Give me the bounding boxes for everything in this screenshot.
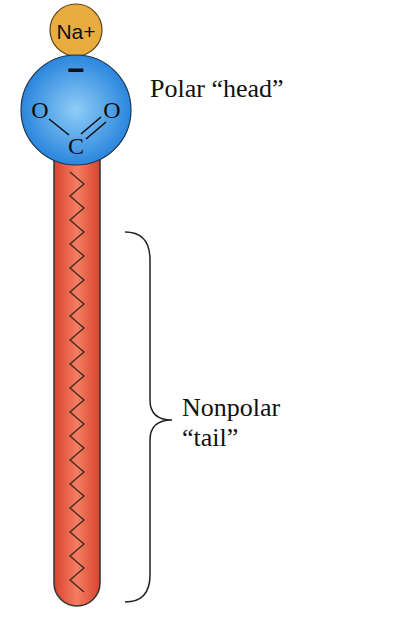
tail-label: Nonpolar “tail” <box>182 393 312 453</box>
chemical-bond <box>49 119 69 135</box>
sodium-ion: Na+ <box>49 3 103 57</box>
chemical-bond <box>81 117 101 134</box>
ion-label: Na+ <box>56 21 95 42</box>
ion-circle-fill <box>50 4 102 56</box>
atom-symbol: O <box>103 98 120 122</box>
carbon-chain <box>70 172 84 592</box>
atom-symbol: C <box>68 134 84 158</box>
head-label: Polar “head” <box>150 74 380 104</box>
head-circle-fill <box>21 55 131 165</box>
polar-head: −O OC <box>20 54 132 166</box>
atom-symbol: O <box>31 98 48 122</box>
chemical-bond <box>86 122 106 139</box>
charge-sign: − <box>67 55 85 85</box>
nonpolar-tail <box>54 140 100 606</box>
tail-bracket <box>125 232 172 602</box>
